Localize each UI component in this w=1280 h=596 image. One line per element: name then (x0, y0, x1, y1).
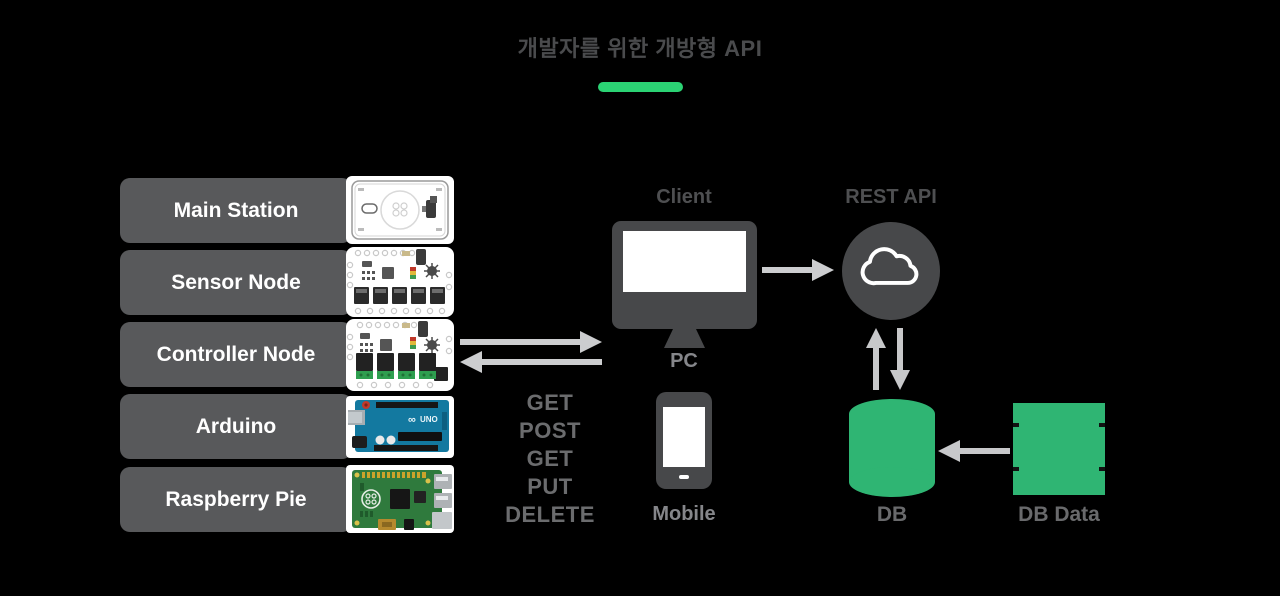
cloud-icon (860, 247, 919, 286)
device-row-controller-node: Controller Node (120, 322, 352, 387)
arrow-db-to-restapi (865, 328, 887, 390)
pc-monitor-icon (612, 221, 757, 351)
client-label: Client (656, 186, 712, 208)
arrow-restapi-to-db (889, 328, 911, 390)
device-row-sensor-node: Sensor Node (120, 250, 352, 315)
mobile-phone-icon (656, 392, 712, 492)
db-cylinder-icon (849, 399, 935, 497)
main-station-image (346, 176, 454, 244)
arrow-left-icon (938, 440, 1010, 462)
device-label: Main Station (173, 198, 299, 222)
device-row-raspberry-pie: Raspberry Pie (120, 467, 352, 532)
arduino-board-icon: ∞ UNO (346, 396, 454, 458)
device-label: Sensor Node (171, 270, 301, 294)
http-method: POST (519, 418, 581, 443)
raspberry-pi-board-icon (346, 465, 454, 533)
db-data-table-icon (1013, 403, 1105, 495)
device-label: Controller Node (156, 342, 316, 366)
sensor-node-image (346, 247, 454, 317)
arrow-dbdata-to-db (938, 437, 1010, 465)
monitor-icon (612, 221, 757, 348)
svg-text:∞: ∞ (408, 414, 416, 426)
page-title: 개발자를 위한 개방형 API (517, 36, 763, 61)
db-data-node (1013, 403, 1105, 495)
arduino-image: ∞ UNO (346, 396, 454, 458)
controller-node-image (346, 319, 454, 391)
http-method: GET (526, 446, 574, 471)
http-method: DELETE (505, 502, 595, 527)
pc-label: PC (670, 350, 698, 372)
arrow-down-icon (890, 328, 910, 390)
phone-icon (656, 392, 712, 489)
device-label: Arduino (195, 414, 277, 438)
rest-api-node (842, 222, 940, 320)
arrow-devices-to-client (460, 330, 602, 354)
device-row-arduino: Arduino (120, 394, 352, 459)
controller-node-board-icon (346, 319, 454, 391)
http-methods-list: GET POST GET PUT DELETE (468, 389, 632, 529)
arrow-left-icon (460, 351, 602, 373)
svg-text:UNO: UNO (420, 415, 438, 424)
db-label: DB (876, 503, 908, 526)
http-method: PUT (527, 474, 573, 499)
rest-api-label: REST API (845, 186, 937, 208)
raspberry-pi-image (346, 465, 454, 533)
device-label: Raspberry Pie (165, 487, 307, 511)
http-method: GET (526, 390, 574, 415)
mobile-label: Mobile (652, 503, 716, 525)
db-data-label: DB Data (1018, 503, 1100, 526)
arrow-client-to-restapi (762, 258, 834, 282)
arrow-client-to-devices (460, 350, 602, 374)
arrow-right-icon (762, 259, 834, 281)
arrow-right-icon (460, 331, 602, 353)
device-row-main-station: Main Station (120, 178, 352, 243)
arrow-up-icon (866, 328, 886, 390)
title-underline-bar (598, 82, 683, 92)
db-node (849, 399, 935, 497)
sensor-node-board-icon (346, 247, 454, 317)
main-station-board-icon (346, 176, 454, 244)
